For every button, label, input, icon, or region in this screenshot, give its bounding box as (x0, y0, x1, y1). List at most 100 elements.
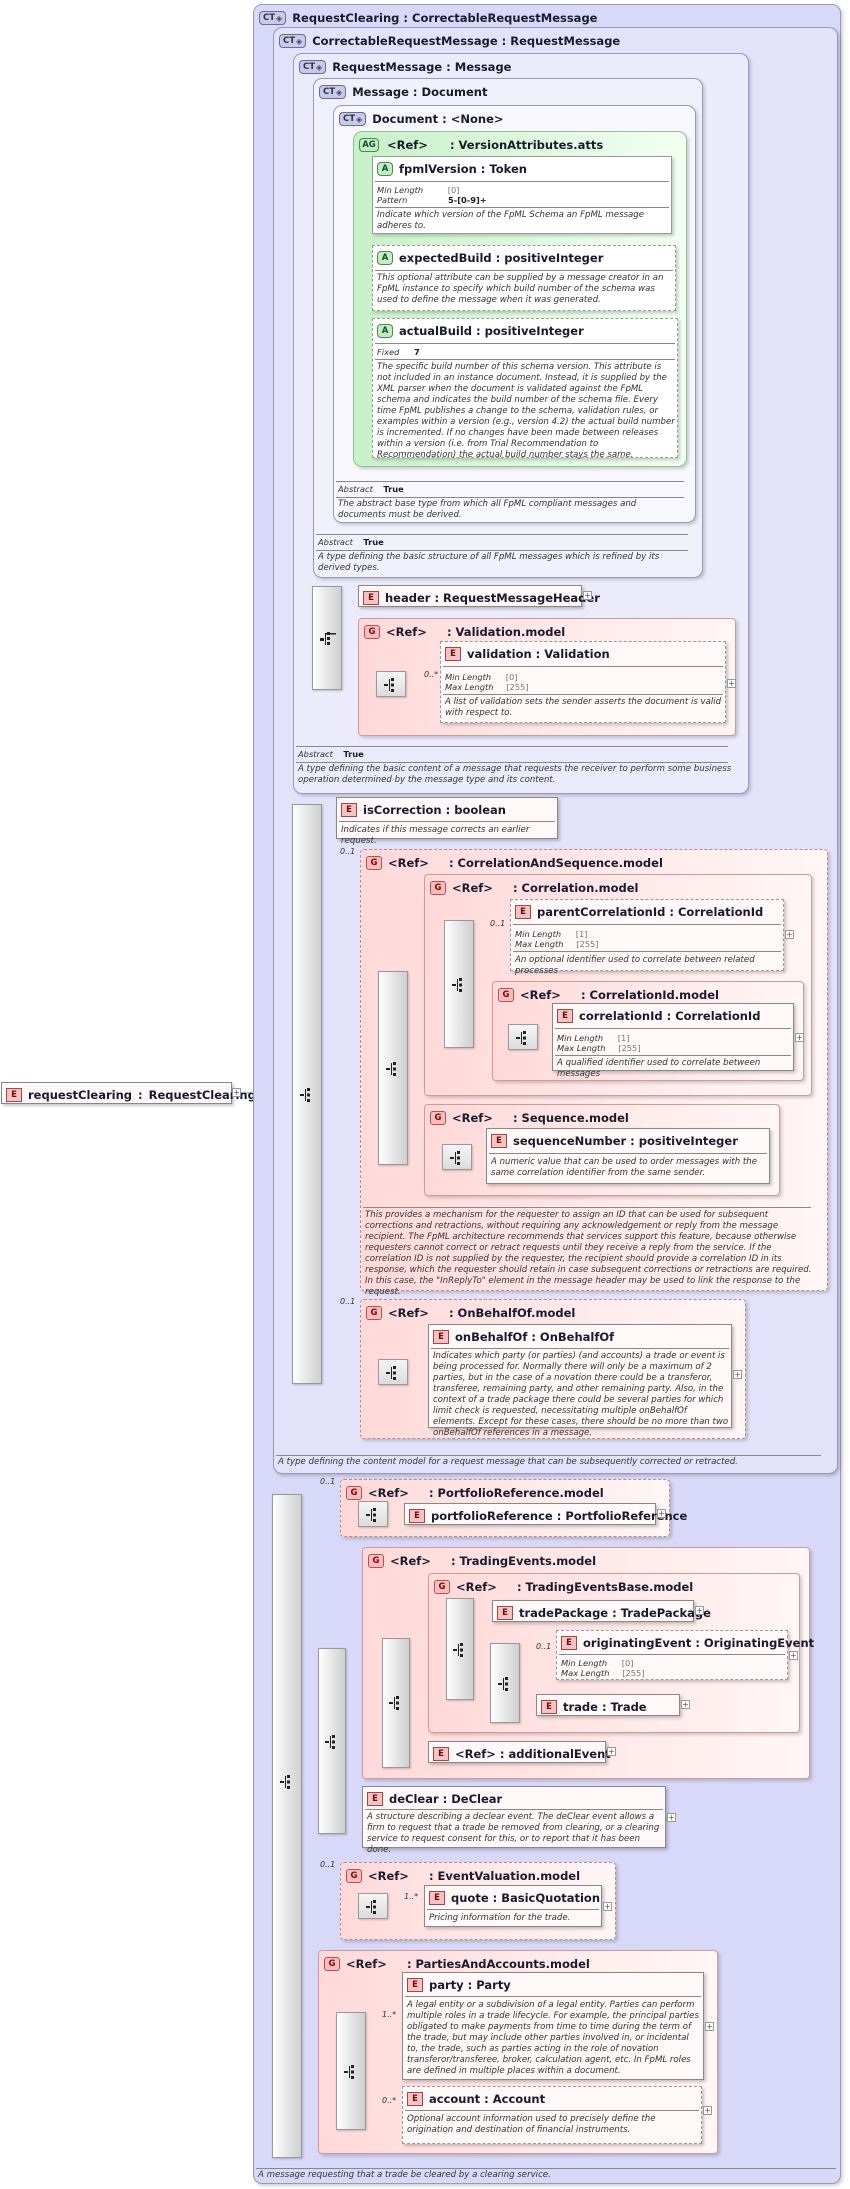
sequence-compositor[interactable] (382, 1638, 410, 1768)
fixed-label: Fixed (377, 347, 400, 357)
expand-toggle[interactable]: + (785, 930, 794, 939)
element-on-behalf-of[interactable]: E onBehalfOf : OnBehalfOf Indicates whic… (428, 1324, 732, 1438)
attribute-title: fpmlVersion : Token (399, 162, 527, 176)
element-parent-correlation-id[interactable]: E parentCorrelationId : CorrelationId Mi… (510, 899, 784, 976)
expand-toggle[interactable]: + (667, 1813, 676, 1822)
sequence-compositor[interactable] (292, 804, 322, 1384)
cardinality-label: 1..* (404, 1892, 419, 1901)
element-quote[interactable]: E quote : BasicQuotation Pricing informa… (424, 1885, 602, 1927)
element-is-correction[interactable]: E isCorrection : boolean Indicates if th… (336, 797, 558, 846)
element-account[interactable]: E account : Account Optional account inf… (402, 2086, 702, 2144)
expand-toggle[interactable]: + (795, 1033, 804, 1042)
attribute-group-ref: <Ref> (387, 138, 428, 152)
group-ref: <Ref> (368, 1869, 409, 1883)
max-length-facet: Max Length [255] (557, 1043, 641, 1053)
element-portfolio-reference[interactable]: E portfolioReference : PortfolioReferenc… (404, 1503, 687, 1525)
element-party[interactable]: E party : Party A legal entity or a subd… (402, 1972, 704, 2080)
doc-separator (513, 951, 781, 952)
element-originating-event[interactable]: E originatingEvent : OriginatingEvent Mi… (556, 1630, 814, 1680)
root-element-name: requestClearing (28, 1088, 133, 1102)
element-doc: A numeric value that can be used to orde… (491, 1157, 758, 1178)
attribute-expected-build[interactable]: A expectedBuild : positiveInteger This o… (372, 245, 676, 311)
cardinality-label: 0..1 (490, 919, 506, 928)
element-header[interactable]: E header : RequestMessageHeader (358, 585, 600, 607)
group-ref: <Ref> (520, 988, 561, 1002)
element-badge: E (541, 1700, 557, 1714)
sequence-compositor[interactable] (444, 920, 474, 1048)
sequence-compositor[interactable] (442, 1144, 472, 1170)
cardinality-label: 0..1 (536, 1642, 552, 1651)
expand-toggle[interactable]: + (603, 1902, 612, 1911)
doc-separator (276, 1455, 821, 1456)
group-name: : EventValuation.model (428, 1869, 581, 1883)
expand-toggle[interactable]: + (727, 679, 736, 688)
element-trade[interactable]: E trade : Trade (536, 1694, 680, 1716)
root-element-sep: : (138, 1088, 143, 1102)
min-length-label: Min Length (561, 1658, 608, 1668)
min-length-label: Min Length (515, 929, 562, 939)
sequence-compositor[interactable] (508, 1024, 538, 1050)
element-doc: A list of validation sets the sender ass… (445, 697, 722, 718)
element-badge: E (363, 591, 379, 605)
doc-separator (363, 1207, 811, 1208)
choice-compositor[interactable] (446, 1598, 474, 1700)
sequence-icon (366, 1900, 376, 1914)
element-doc: A qualified identifier used to correlate… (557, 1058, 761, 1079)
element-trade-package[interactable]: E tradePackage : TradePackage (492, 1600, 711, 1622)
element-header-row: E trade : Trade (541, 1698, 647, 1716)
sequence-compositor[interactable] (272, 1494, 302, 2158)
expand-toggle[interactable]: + (657, 1509, 666, 1518)
group-badge: G (368, 1554, 384, 1568)
element-doc: A structure describing a declear event. … (367, 1812, 660, 1855)
expand-toggle[interactable]: + (583, 591, 592, 600)
group-badge: G (366, 1306, 382, 1320)
doc-separator (296, 762, 728, 763)
max-length-label: Max Length (557, 1043, 606, 1053)
element-badge: E (341, 803, 357, 817)
expand-toggle[interactable]: + (607, 1747, 616, 1756)
expand-toggle[interactable]: + (232, 1088, 241, 1097)
element-de-clear[interactable]: E deClear : DeClear A structure describi… (362, 1786, 666, 1855)
attribute-actual-build[interactable]: A actualBuild : positiveInteger Fixed 7 … (372, 318, 678, 460)
element-title: deClear : DeClear (389, 1792, 503, 1806)
element-doc: Indicates which party (or parties) (and … (433, 1351, 729, 1438)
sequence-compositor[interactable] (336, 2012, 366, 2130)
cardinality-label: 0..1 (340, 847, 356, 856)
choice-compositor[interactable] (318, 1648, 346, 1834)
complex-type-badge: CT (339, 112, 367, 126)
sequence-compositor[interactable] (378, 1359, 408, 1385)
sequence-compositor[interactable] (378, 971, 408, 1165)
expand-toggle[interactable]: + (703, 2106, 712, 2115)
element-validation[interactable]: E validation : Validation Min Length [0]… (440, 641, 726, 723)
attribute-fpml-version[interactable]: A fpmlVersion : Token Min Length [0] Pat… (372, 156, 672, 234)
sequence-compositor[interactable] (358, 1501, 388, 1527)
element-additional-event[interactable]: E <Ref> : additionalEvent (428, 1741, 611, 1763)
element-badge: E (445, 647, 461, 661)
element-header-row: E parentCorrelationId : CorrelationId (515, 903, 763, 921)
expand-toggle[interactable]: + (681, 1700, 690, 1709)
group-badge: G (430, 881, 446, 895)
sequence-compositor[interactable] (490, 1643, 520, 1723)
expand-toggle[interactable]: + (695, 1606, 704, 1615)
abstract-label: Abstract (318, 537, 353, 547)
expand-toggle[interactable]: + (705, 2022, 714, 2031)
group-name: : Validation.model (446, 625, 566, 639)
min-length-value: [0] (505, 672, 518, 682)
group-header: G <Ref> : PortfolioReference.model (346, 1484, 604, 1502)
expand-toggle[interactable]: + (789, 1651, 798, 1660)
doc-separator (405, 2110, 699, 2111)
group-badge: G (346, 1486, 362, 1500)
element-correlation-id[interactable]: E correlationId : CorrelationId Min Leng… (552, 1003, 794, 1079)
group-ref: <Ref> (456, 1580, 497, 1594)
sequence-compositor[interactable] (358, 1893, 388, 1919)
max-length-label: Max Length (445, 682, 494, 692)
group-name: : OnBehalfOf.model (448, 1306, 576, 1320)
expand-toggle[interactable]: + (733, 1370, 742, 1379)
doc-separator (431, 1348, 729, 1349)
root-element-request-clearing[interactable]: E requestClearing : RequestClearing (1, 1082, 256, 1104)
element-sequence-number[interactable]: E sequenceNumber : positiveInteger A num… (486, 1128, 770, 1184)
sequence-compositor[interactable] (376, 671, 406, 697)
group-header: G <Ref> : CorrelationId.model (498, 986, 719, 1004)
sequence-compositor[interactable] (312, 586, 342, 690)
group-badge: G (434, 1580, 450, 1594)
